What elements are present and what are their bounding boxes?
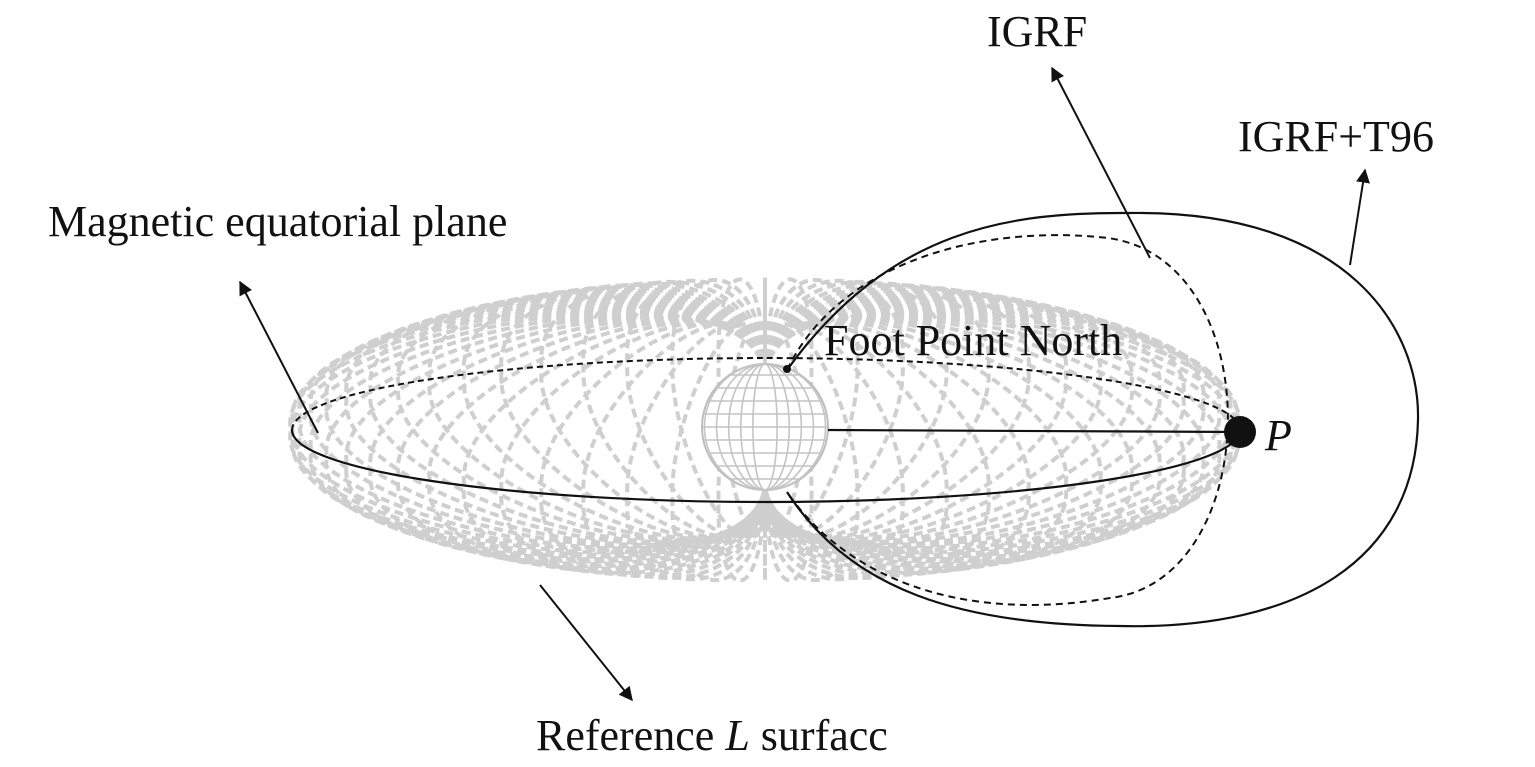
equatorial-plane-back xyxy=(291,357,1241,431)
reference-suffix: surfacc xyxy=(761,711,888,760)
igrf-t96-field-line xyxy=(786,211,1420,628)
igrf-field-line xyxy=(786,234,1229,606)
l-surface-hatch-line xyxy=(297,301,767,551)
l-surface-hatch-line xyxy=(763,322,860,583)
l-surface-hatch-line xyxy=(763,277,814,538)
l-surface-hatch-line xyxy=(716,322,767,583)
l-surface-hatch-line xyxy=(763,311,1222,562)
l-surface-hatch-line xyxy=(763,322,814,583)
igrf-label: IGRF xyxy=(987,7,1087,56)
l-surface-hatch-line xyxy=(670,322,767,583)
igrf-arrow xyxy=(1051,66,1151,259)
reference-prefix: Reference xyxy=(536,711,725,760)
reference-l-surface-label: Reference L surfacc xyxy=(536,711,888,760)
earth-meridian-line xyxy=(703,363,827,491)
magnetic-equatorial-plane-label: Magnetic equatorial plane xyxy=(48,197,507,246)
earth-sphere xyxy=(701,363,829,491)
l-surface-hatch-line xyxy=(763,277,860,538)
point-p-marker xyxy=(1224,416,1256,448)
reference-l-symbol: L xyxy=(724,711,749,760)
reference-l-surface-arrow xyxy=(539,584,633,702)
igrf-t96-arrow xyxy=(1349,168,1370,266)
magnetic-equatorial-plane-arrow xyxy=(239,280,319,434)
l-surface-hatch-line xyxy=(716,277,767,538)
l-surface-hatch-line xyxy=(763,319,1068,575)
l-surface-hatch-line xyxy=(581,280,767,539)
foot-point-north-marker xyxy=(783,365,791,373)
l-surface-hatch-line xyxy=(670,277,767,538)
l-surface-hatch-line xyxy=(763,303,1240,553)
equatorial-plane-front xyxy=(290,429,1242,504)
l-surface-hatch-line xyxy=(763,298,1222,549)
point-p-label: P xyxy=(1264,411,1292,460)
l-surface-hatch-line xyxy=(308,311,767,562)
radius-line xyxy=(827,428,1241,434)
foot-point-north-label: Foot Point North xyxy=(824,316,1122,365)
l-surface-hatch-line xyxy=(462,319,767,575)
l-surface-hatch-line xyxy=(462,285,767,541)
igrf-t96-label: IGRF+T96 xyxy=(1238,112,1434,161)
